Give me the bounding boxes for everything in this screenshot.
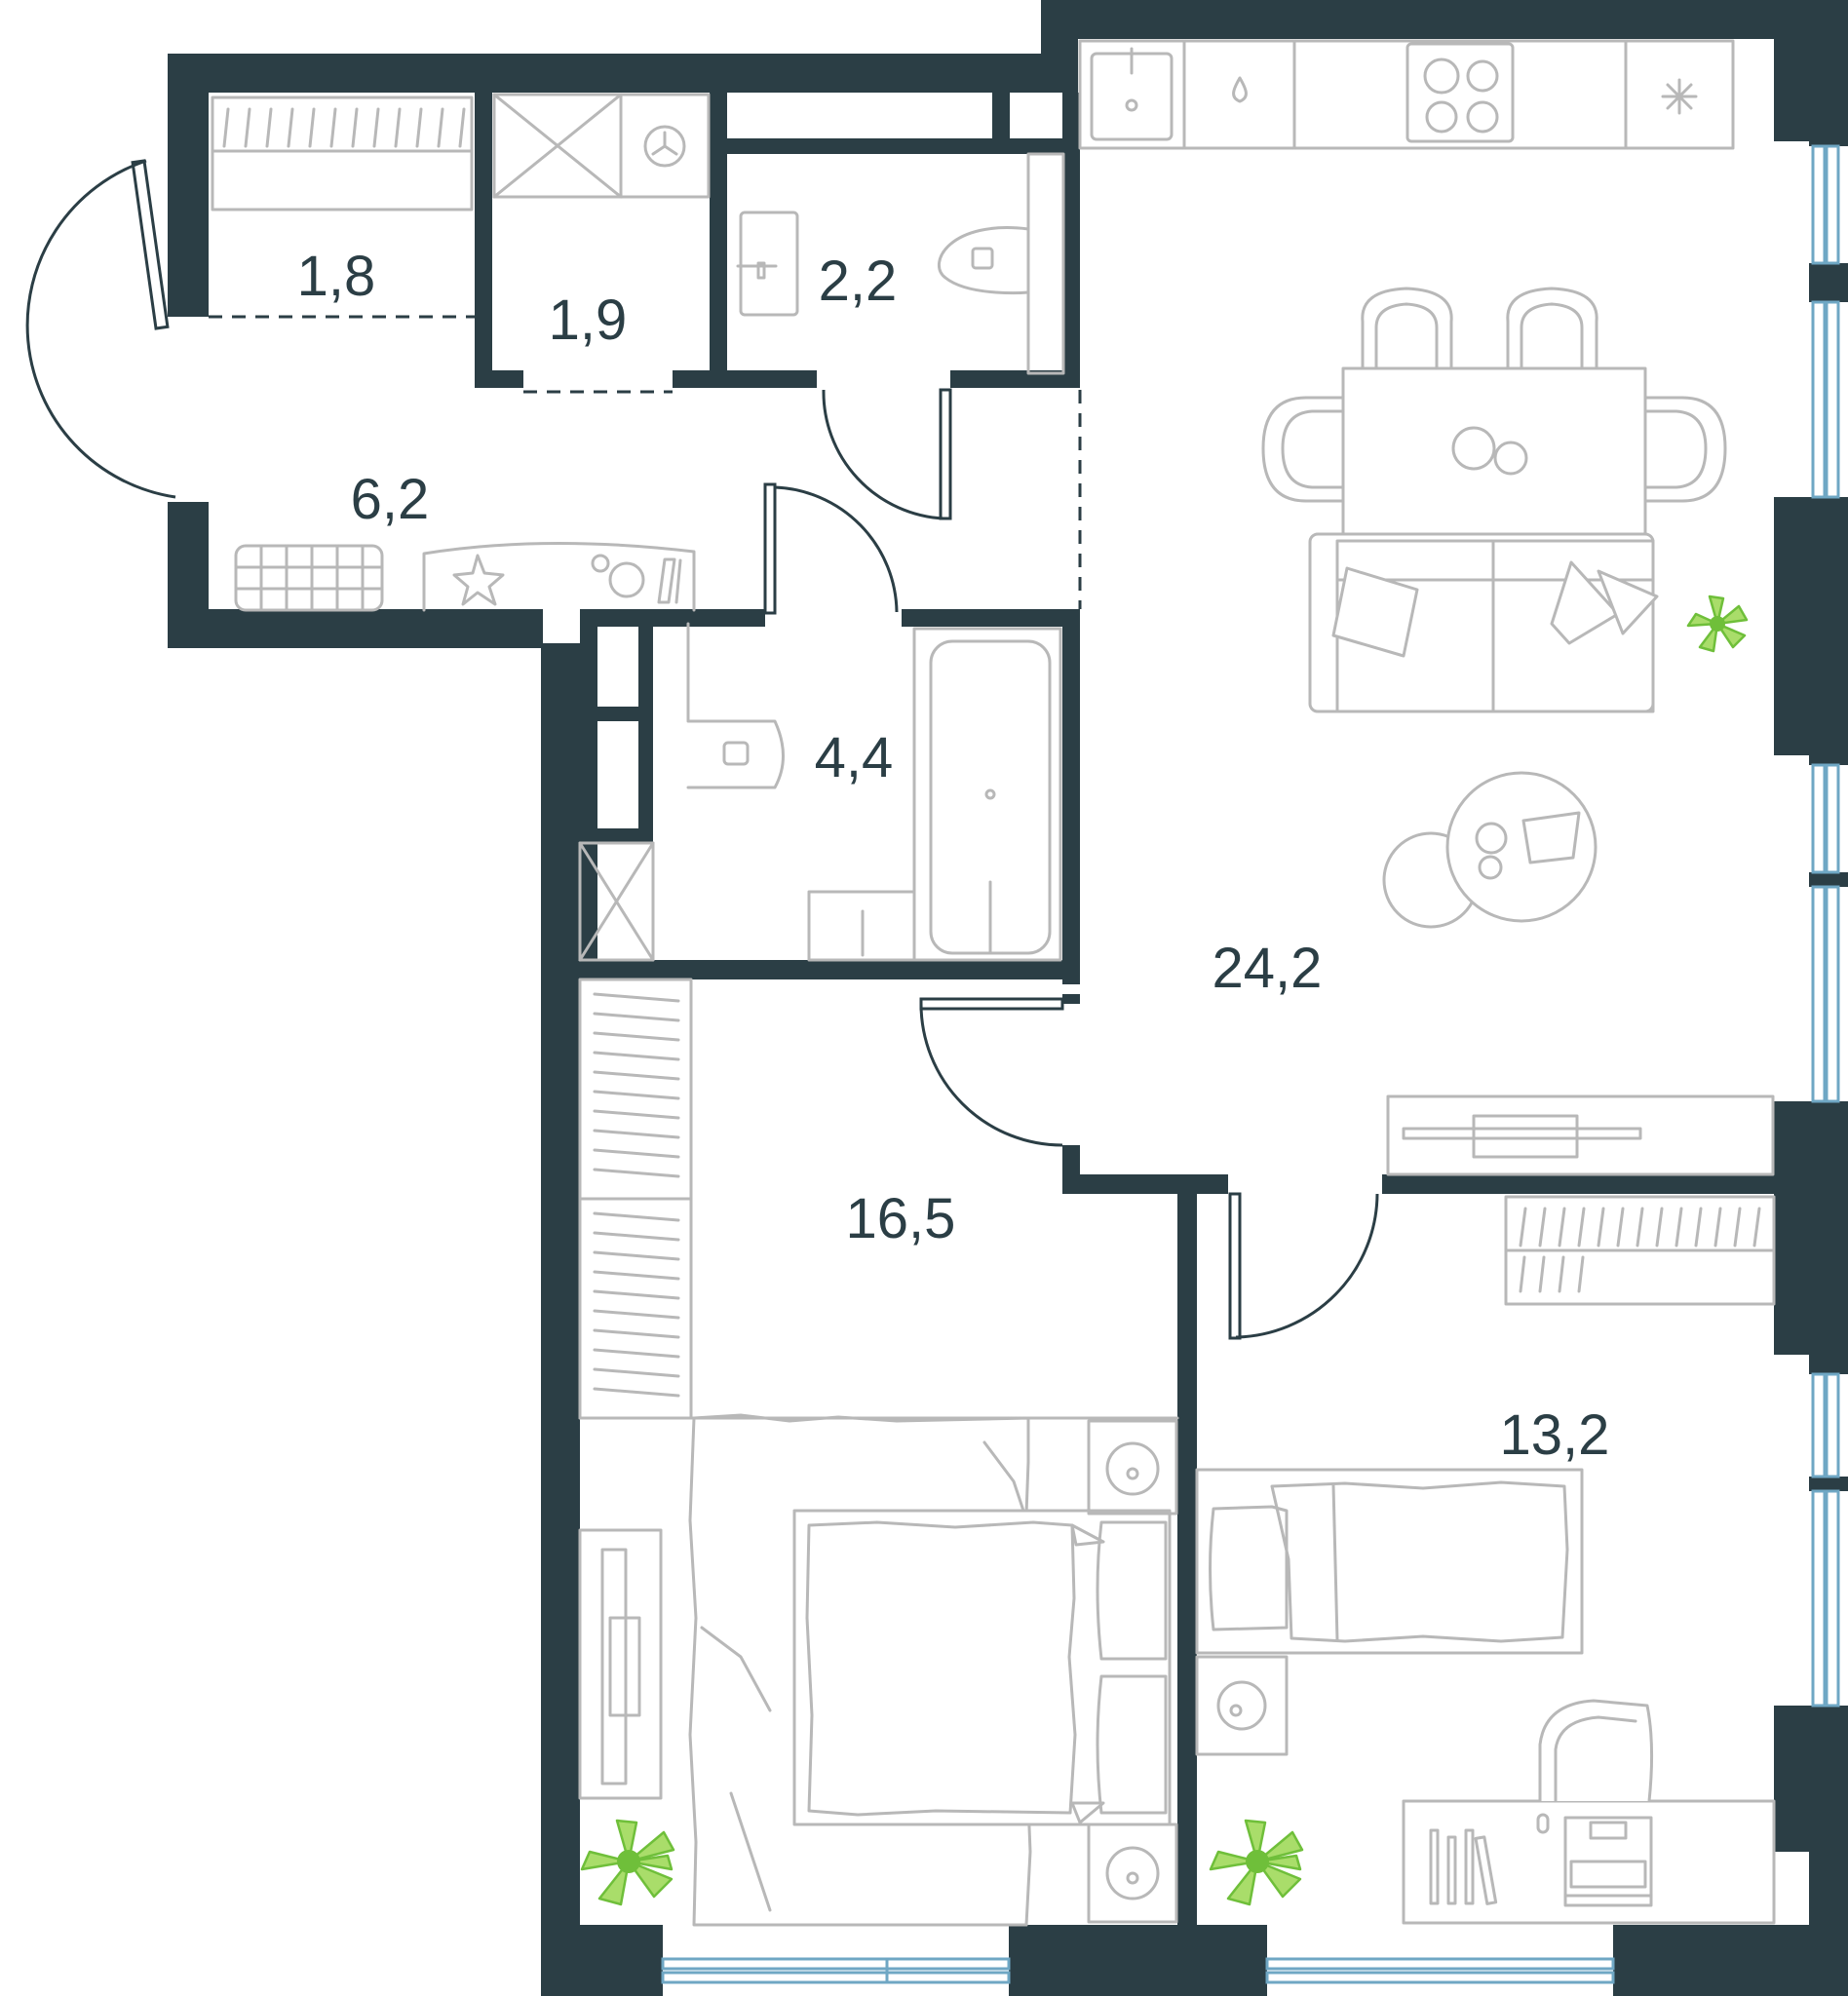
area-bathroom: 4,4 xyxy=(815,726,894,789)
plant-icon xyxy=(580,1819,675,1906)
sink-icon xyxy=(1090,47,1174,141)
sofa xyxy=(1308,532,1659,713)
windows xyxy=(661,144,1840,1984)
double-bed xyxy=(792,1509,1172,1826)
tv-stand-bedroom xyxy=(578,1528,663,1800)
hall-grid-bench xyxy=(234,544,384,612)
area-bedroom-main: 16,5 xyxy=(846,1187,956,1250)
stove-icon xyxy=(1405,42,1515,143)
snowflake-icon xyxy=(1661,78,1698,115)
area-living-kitchen: 24,2 xyxy=(1213,937,1323,1000)
area-toilet: 2,2 xyxy=(819,250,898,313)
furniture xyxy=(211,39,1776,1927)
bathtub xyxy=(912,627,1062,962)
area-laundry: 1,9 xyxy=(549,288,628,352)
water-drop-icon xyxy=(1232,76,1248,103)
storage-shelf xyxy=(222,107,466,148)
plant-icon xyxy=(1686,595,1749,653)
walls xyxy=(168,0,1848,1996)
area-bedroom-small: 13,2 xyxy=(1500,1403,1610,1467)
dining-chairs xyxy=(1261,287,1727,503)
area-storage: 1,8 xyxy=(297,245,376,308)
single-bed xyxy=(1195,1468,1584,1655)
tv-console xyxy=(1386,1094,1775,1176)
desk xyxy=(1402,1699,1776,1925)
hall-dresser xyxy=(422,541,696,612)
wardrobe-small xyxy=(1504,1195,1776,1306)
plant-icon xyxy=(1209,1819,1304,1906)
wardrobe-main xyxy=(578,978,693,1420)
area-labels: 1,8 1,9 2,2 6,2 4,4 24,2 16,5 13,2 xyxy=(297,245,1610,1467)
doors xyxy=(25,159,1379,1340)
area-hallway: 6,2 xyxy=(351,468,430,531)
washer-icon xyxy=(643,125,686,168)
